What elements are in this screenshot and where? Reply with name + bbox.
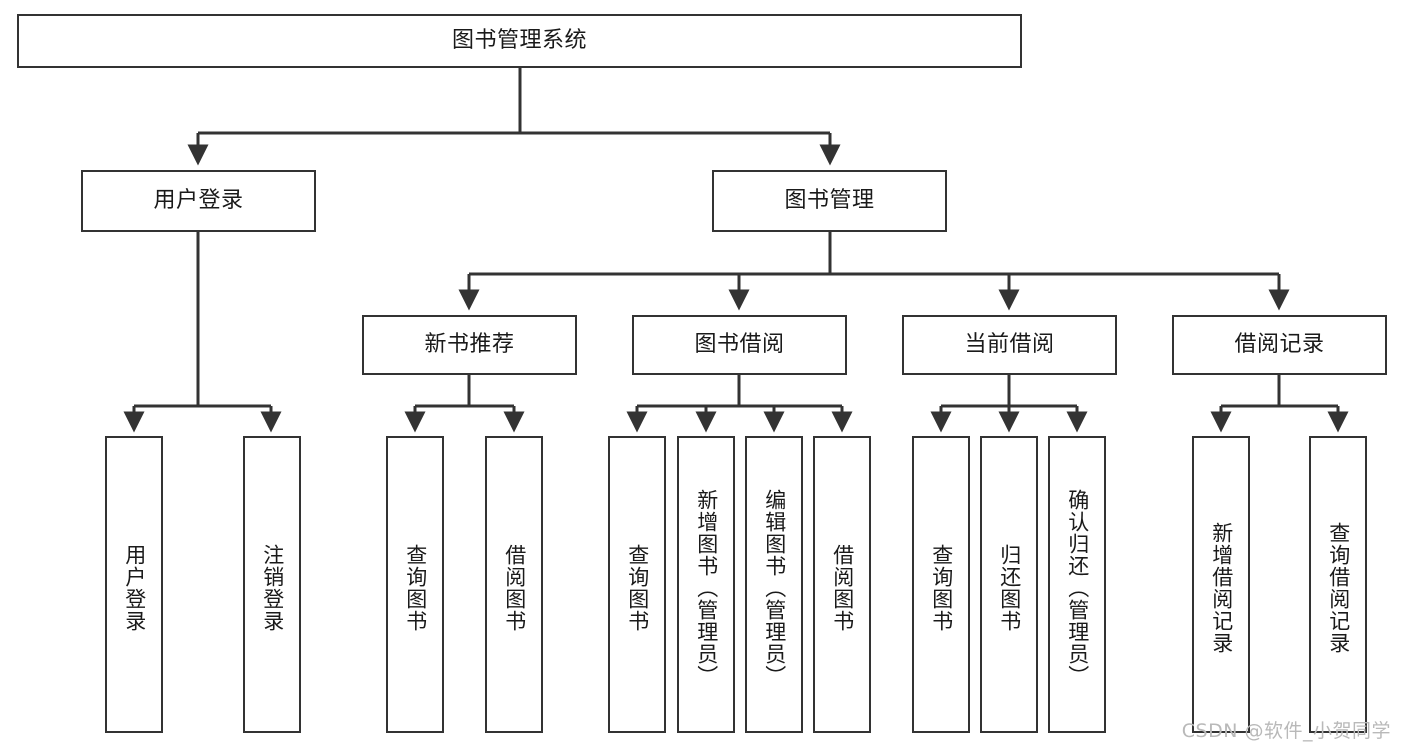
node-label: 用户登录 — [122, 543, 147, 632]
node-user-login[interactable]: 用户登录 — [81, 170, 316, 232]
leaf-user-login-logout[interactable]: 注销登录 — [243, 436, 301, 733]
node-current-borrow[interactable]: 当前借阅 — [902, 315, 1117, 375]
node-book-borrow[interactable]: 图书借阅 — [632, 315, 847, 375]
leaf-borrow-record-add[interactable]: 新增借阅记录 — [1192, 436, 1250, 733]
node-book-management[interactable]: 图书管理 — [712, 170, 947, 232]
node-label: 当前借阅 — [964, 331, 1055, 357]
node-label: 查询借阅记录 — [1326, 521, 1351, 654]
leaf-new-book-borrow[interactable]: 借阅图书 — [485, 436, 543, 733]
node-label: 用户登录 — [153, 187, 244, 213]
leaf-borrow-record-query[interactable]: 查询借阅记录 — [1309, 436, 1367, 733]
node-label: 注销登录 — [260, 543, 285, 632]
node-label: 确认归还（管理员） — [1065, 488, 1090, 687]
node-label: 查询图书 — [929, 543, 954, 632]
node-root-book-management-system[interactable]: 图书管理系统 — [17, 14, 1022, 68]
leaf-current-borrow-query[interactable]: 查询图书 — [912, 436, 970, 733]
node-label: 借阅图书 — [830, 543, 855, 632]
node-label: 借阅记录 — [1234, 331, 1325, 357]
node-label: 编辑图书（管理员） — [762, 488, 787, 687]
leaf-current-borrow-return[interactable]: 归还图书 — [980, 436, 1038, 733]
node-label: 图书借阅 — [694, 331, 785, 357]
leaf-new-book-query[interactable]: 查询图书 — [386, 436, 444, 733]
node-label: 新书推荐 — [424, 331, 515, 357]
node-new-book-recommend[interactable]: 新书推荐 — [362, 315, 577, 375]
node-label: 新增借阅记录 — [1209, 521, 1234, 654]
node-label: 新增图书（管理员） — [694, 488, 719, 687]
node-label: 查询图书 — [625, 543, 650, 632]
node-label: 借阅图书 — [502, 543, 527, 632]
leaf-book-borrow-add[interactable]: 新增图书（管理员） — [677, 436, 735, 733]
leaf-book-borrow-borrow[interactable]: 借阅图书 — [813, 436, 871, 733]
node-borrow-record[interactable]: 借阅记录 — [1172, 315, 1387, 375]
leaf-user-login-1[interactable]: 用户登录 — [105, 436, 163, 733]
node-label: 归还图书 — [997, 543, 1022, 632]
node-label: 图书管理系统 — [451, 27, 587, 53]
node-label: 图书管理 — [784, 187, 875, 213]
node-label: 查询图书 — [403, 543, 428, 632]
leaf-book-borrow-query[interactable]: 查询图书 — [608, 436, 666, 733]
leaf-book-borrow-edit[interactable]: 编辑图书（管理员） — [745, 436, 803, 733]
leaf-current-borrow-confirm-return[interactable]: 确认归还（管理员） — [1048, 436, 1106, 733]
